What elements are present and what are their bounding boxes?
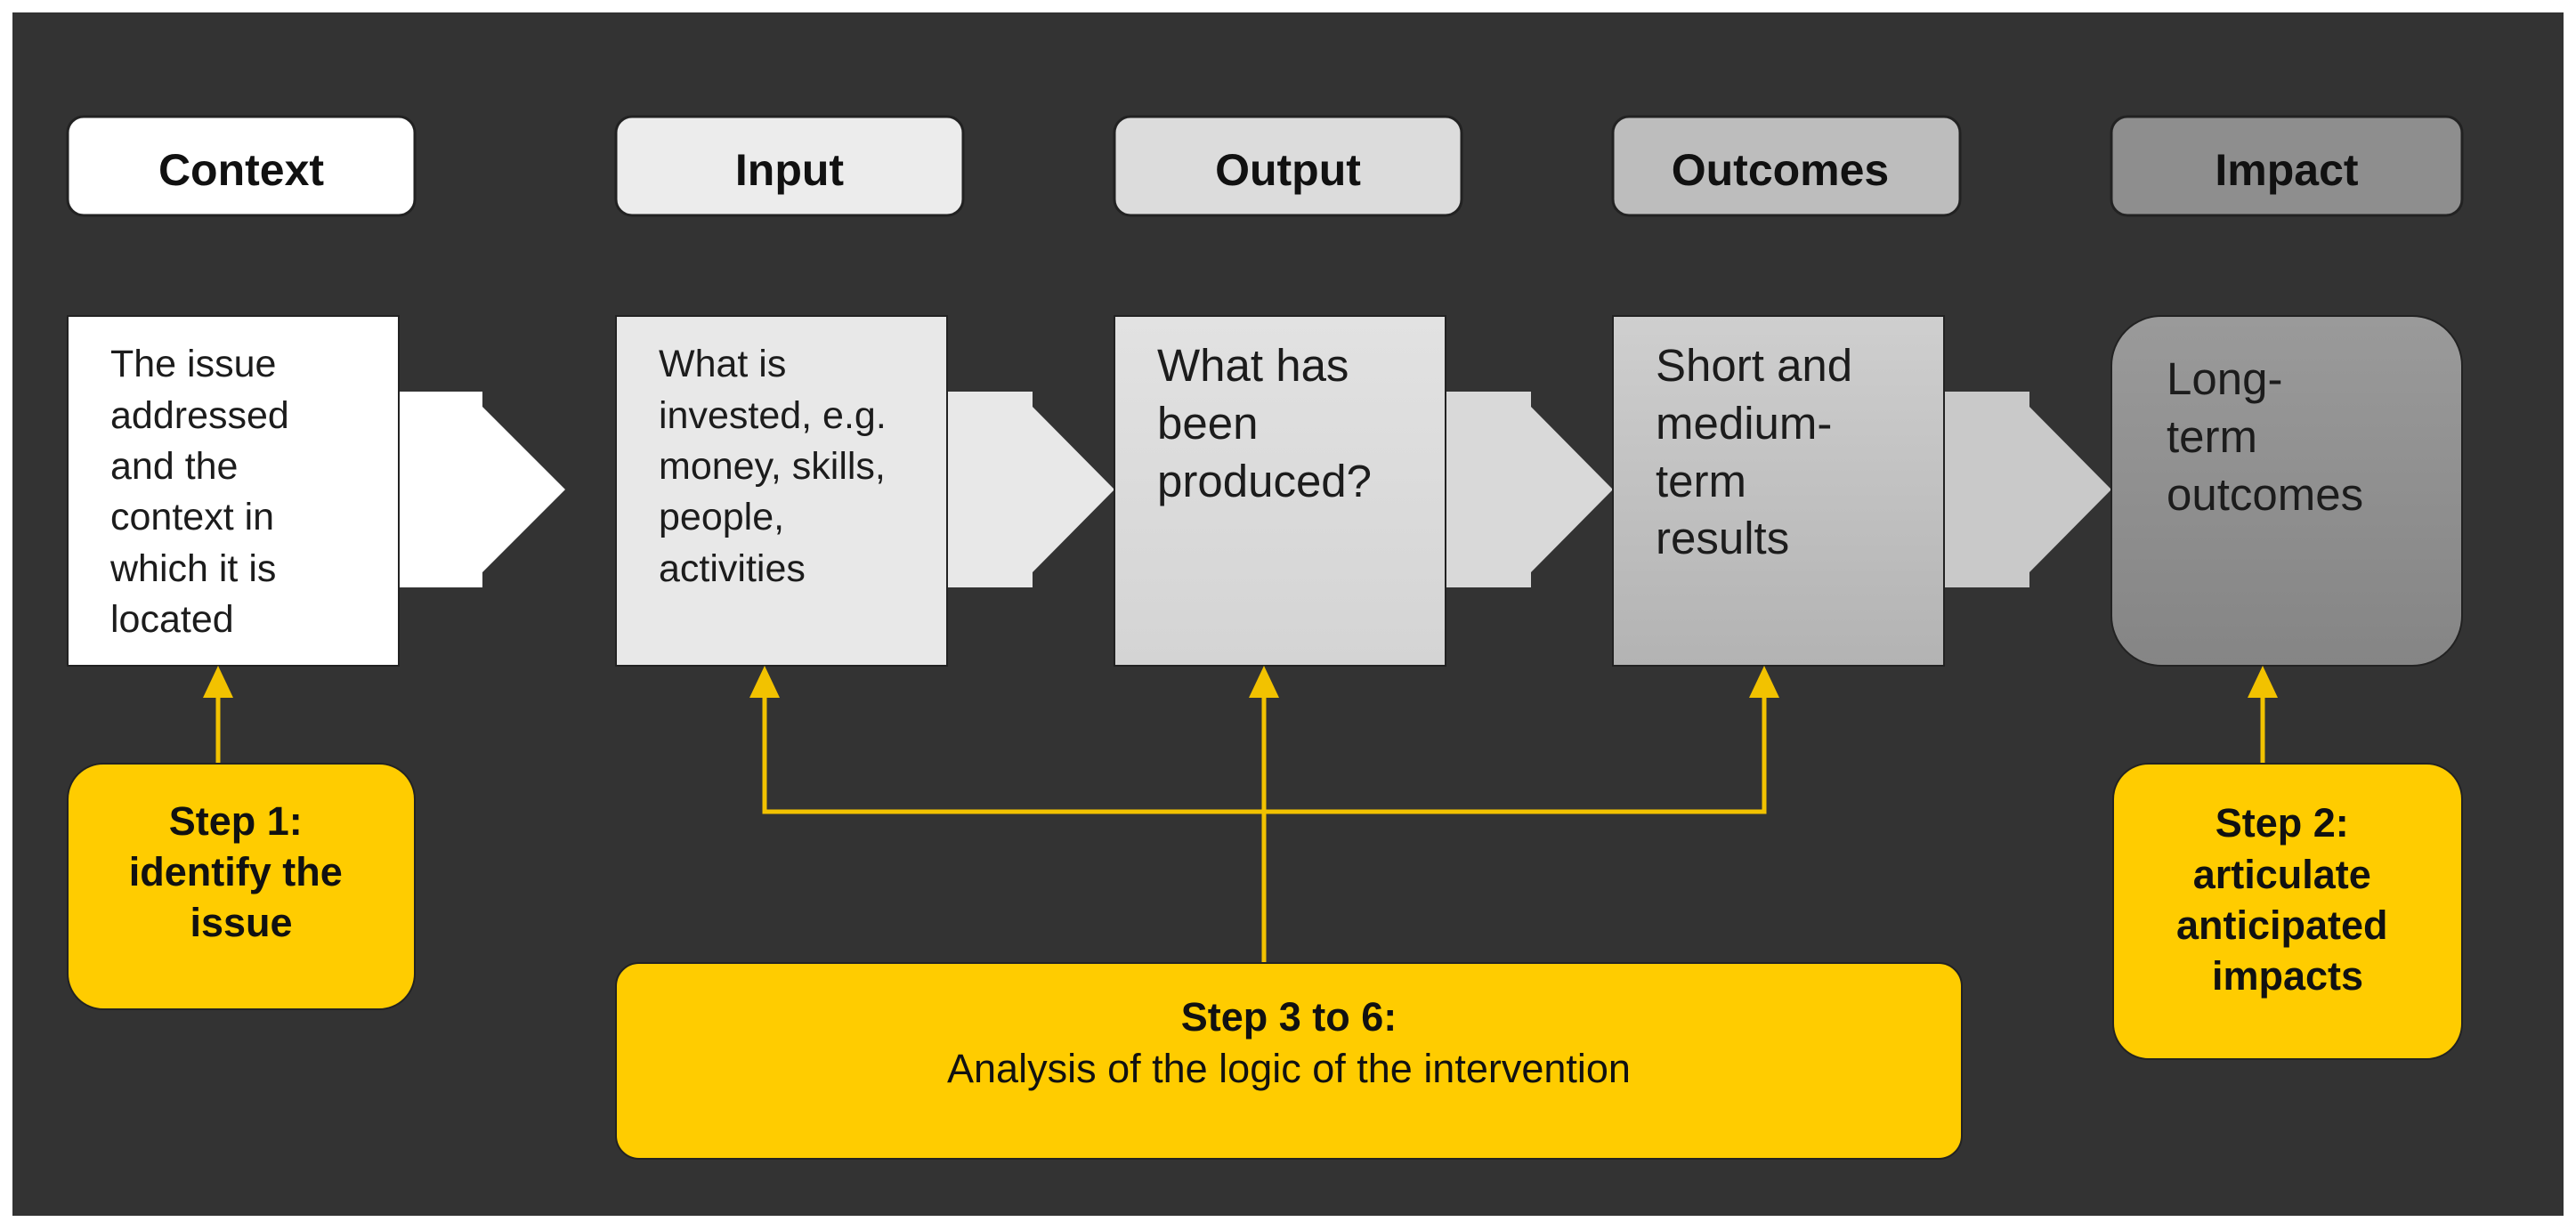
box-input-line: invested, e.g. [659, 394, 887, 437]
svg-text:Step 2: articulate: Step 2: articulate anticipated impacts [2176, 800, 2399, 999]
box-context-line: context in [110, 496, 274, 538]
box-context-line: and the [110, 445, 238, 488]
box-output-line: been [1157, 398, 1258, 449]
step3-box: Step 3 to 6: Analysis of the logic of th… [615, 962, 1963, 1160]
box-input-line: activities [659, 547, 806, 590]
step1-box: Step 1: identify the issue [67, 763, 416, 1010]
step1-line: issue [190, 900, 292, 945]
step3-title: Step 3 to 6: [1181, 994, 1397, 1040]
header-outcomes: Outcomes [1611, 115, 1962, 217]
step2-line: anticipated [2176, 902, 2388, 948]
box-outcomes: Short and medium- term results [1612, 315, 1945, 667]
header-context-label: Context [158, 145, 324, 195]
header-input: Input [614, 115, 965, 217]
box-context-line: addressed [110, 394, 289, 437]
box-output: What has been produced? [1114, 315, 1446, 667]
box-context-line: located [110, 598, 234, 641]
box-outcomes-line: medium- [1656, 398, 1832, 449]
arrowhead-output-icon [1249, 666, 1279, 698]
box-impact-line: outcomes [2167, 469, 2363, 520]
box-outcomes-line: Short and [1656, 340, 1852, 391]
flow-arrow-outcomes-impact [1940, 392, 2111, 587]
flow-arrow-input-output [944, 392, 1114, 587]
header-context: Context [66, 115, 417, 217]
header-impact: Impact [2110, 115, 2464, 217]
arrowhead-outcomes-icon [1749, 666, 1779, 698]
box-impact: Long- term outcomes [2110, 315, 2463, 667]
connector-arrowheads [203, 666, 2278, 698]
header-output-label: Output [1215, 145, 1361, 195]
flow-arrow-output-outcomes [1442, 392, 1613, 587]
box-outcomes-line: results [1656, 513, 1789, 563]
step-connectors [215, 694, 2265, 963]
step2-line: articulate [2193, 852, 2371, 897]
svg-text:Short and medium-: Short and medium- term results [1656, 340, 1865, 563]
flow-arrow-context-input [392, 392, 565, 587]
step2-box: Step 2: articulate anticipated impacts [2112, 763, 2463, 1060]
header-outcomes-label: Outcomes [1672, 145, 1890, 195]
step3-description: Analysis of the logic of the interventio… [947, 1046, 1631, 1091]
box-output-line: produced? [1157, 456, 1372, 506]
box-input-line: money, skills, [659, 445, 886, 488]
svg-text:Long- term outcome: Long- term outcomes [2167, 353, 2363, 520]
box-outcomes-line: term [1656, 456, 1746, 506]
svg-text:What is invested, e.g.: What is invested, e.g. money, skills, pe… [659, 343, 897, 590]
step1-line: identify the [129, 849, 343, 894]
header-output: Output [1113, 115, 1463, 217]
box-impact-line: Long- [2167, 353, 2282, 404]
header-impact-label: Impact [2215, 145, 2359, 195]
box-input-line: What is [659, 343, 786, 385]
step2-line: Step 2: [2216, 800, 2349, 846]
svg-text:The issue addressed: The issue addressed and the context in w… [109, 343, 300, 641]
box-context-line: which it is [109, 547, 276, 590]
box-input-line: people, [659, 496, 784, 538]
box-context-line: The issue [110, 343, 276, 385]
step2-line: impacts [2212, 953, 2363, 999]
box-impact-line: term [2167, 411, 2257, 462]
svg-text:Step 1: identify the: Step 1: identify the issue [129, 798, 354, 945]
header-input-label: Input [735, 145, 845, 195]
arrowhead-context-icon [203, 666, 233, 698]
arrowhead-impact-icon [2248, 666, 2278, 698]
box-output-line: What has [1157, 340, 1349, 391]
box-context: The issue addressed and the context in w… [67, 315, 400, 667]
box-input: What is invested, e.g. money, skills, pe… [615, 315, 948, 667]
arrowhead-input-icon [749, 666, 780, 698]
step1-line: Step 1: [169, 798, 303, 844]
svg-text:What has been prod: What has been produced? [1157, 340, 1372, 506]
